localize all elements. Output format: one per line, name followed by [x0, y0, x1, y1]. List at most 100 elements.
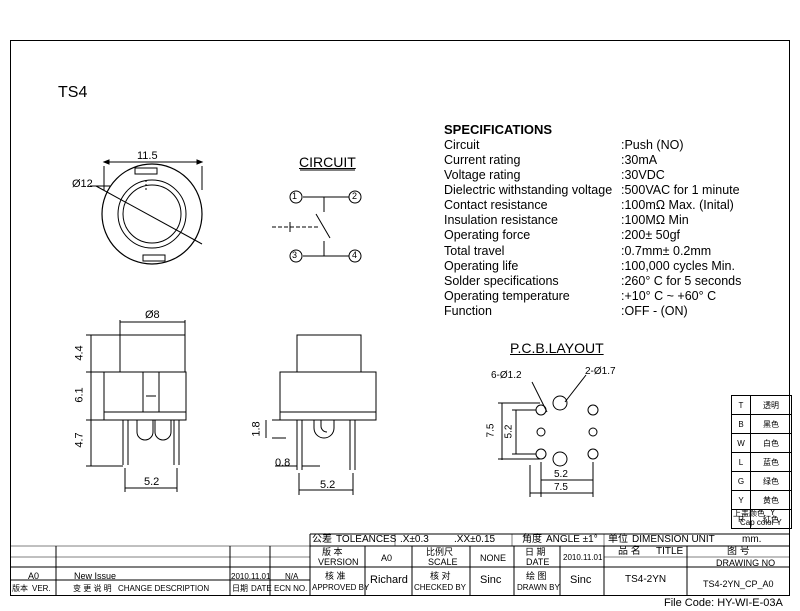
checked-label-cn: 核 对 — [430, 571, 451, 581]
front-view — [86, 320, 187, 492]
revision-header-date-en: DATE — [251, 584, 272, 593]
spec-label: Contact resistance — [444, 198, 548, 212]
dim-08-label: 0.8 — [275, 457, 291, 469]
file-code: File Code: HY-WI-E-03A — [664, 597, 783, 609]
side-view — [265, 334, 377, 495]
pcb-dim-h2: 7.5 — [554, 482, 568, 493]
drawing-no-value: TS4-2YN_CP_A0 — [703, 579, 774, 589]
title-label-cn: 品 名 — [618, 546, 641, 557]
revision-header-ecn: ECN NO. — [274, 584, 308, 593]
spec-value: :200± 50gf — [621, 228, 680, 242]
spec-label: Operating temperature — [444, 289, 570, 303]
revision-header-date-cn: 日期 — [232, 584, 248, 593]
revision-header-desc-en: CHANGE DESCRIPTION — [118, 584, 210, 593]
pin-2: 2 — [352, 191, 358, 201]
drawn-value: Sinc — [570, 574, 592, 586]
pin-1: 1 — [292, 191, 298, 201]
title-value: TS4-2YN — [625, 574, 667, 585]
revision-version: A0 — [28, 571, 40, 581]
cap-color-caption-cn: 上盖颜色 — [733, 509, 765, 518]
spec-value: :500VAC for 1 minute — [621, 183, 740, 197]
drawing-no-label-en: DRAWING NO — [716, 558, 776, 568]
approved-label-cn: 核 准 — [325, 571, 346, 581]
version-value: A0 — [381, 553, 393, 563]
spec-value: :100MΩ Min — [621, 213, 689, 227]
revision-description: New Issue — [74, 571, 117, 581]
cap-color-caption-code: Y — [770, 508, 776, 517]
date-label-cn: 日 期 — [525, 547, 546, 557]
spec-value: :Push (NO) — [621, 138, 684, 152]
checked-label-en: CHECKED BY — [414, 583, 467, 592]
tolerance-xx: .XX±0.15 — [454, 534, 496, 545]
tolerance-x: .X±0.3 — [400, 534, 429, 545]
pin-4: 4 — [352, 250, 358, 260]
tolerance-label-cn: 公差 — [312, 534, 332, 545]
spec-label: Current rating — [444, 153, 521, 167]
pcb-layout — [498, 374, 599, 497]
dim-width-label: 11.5 — [137, 150, 158, 162]
revision-date: 2010.11.01 — [231, 572, 271, 581]
spec-label: Operating life — [444, 259, 519, 273]
title-label-en: TITLE — [656, 546, 684, 557]
spec-value: :30VDC — [621, 168, 665, 182]
spec-label: Circuit — [444, 138, 480, 152]
spec-label: Total travel — [444, 244, 505, 258]
specifications-heading: SPECIFICATIONS — [444, 122, 553, 137]
scale-value: NONE — [480, 553, 507, 563]
top-view — [90, 159, 204, 265]
approved-value: Richard — [370, 574, 408, 586]
angle-label-en: ANGLE ±1° — [546, 534, 598, 545]
tolerance-label-en: TOLEANCES — [336, 534, 397, 545]
unit-label-cn: 单位 — [608, 534, 628, 545]
scale-label-cn: 比例尺 — [426, 547, 454, 557]
spec-value: :0.7mm± 0.2mm — [621, 244, 712, 258]
pcb-heading: P.C.B.LAYOUT — [510, 340, 604, 356]
spec-label: Operating force — [444, 228, 531, 242]
unit-value: mm. — [742, 534, 762, 545]
spec-label: Function — [444, 304, 492, 318]
approved-label-en: APPROVED BY — [312, 583, 370, 592]
dim-cap-label: Ø8 — [145, 309, 160, 321]
version-label-cn: 版 本 — [322, 547, 343, 557]
angle-label-cn: 角度 — [522, 534, 542, 545]
revision-header-ver-en: VER. — [32, 584, 51, 593]
pcb-large-hole-label: 2-Ø1.7 — [585, 366, 616, 377]
circuit-diagram — [272, 169, 362, 263]
pcb-small-hole-label: 6-Ø1.2 — [491, 370, 522, 381]
spec-value: :+10° C ~ +60° C — [621, 289, 717, 303]
version-label-en: VERSION — [318, 557, 359, 567]
spec-label: Solder specifications — [444, 274, 559, 288]
spec-value: :100,000 cycles Min. — [621, 259, 735, 273]
revision-ecn: N/A — [285, 572, 299, 581]
spec-value: :260° C for 5 seconds — [621, 274, 742, 288]
pcb-dim-h1: 5.2 — [554, 469, 568, 480]
spec-label: Voltage rating — [444, 168, 521, 182]
pin-3: 3 — [292, 250, 298, 260]
dim-52-label: 5.2 — [144, 476, 160, 488]
revision-header-desc-cn: 变 更 说 明 — [73, 584, 112, 593]
scale-label-en: SCALE — [428, 557, 458, 567]
spec-value: :OFF - (ON) — [621, 304, 688, 318]
date-value: 2010.11.01 — [563, 553, 603, 562]
date-label-en: DATE — [526, 557, 550, 567]
spec-value: :100mΩ Max. (Inital) — [621, 198, 734, 212]
cap-color-caption-en: Cap color Y — [740, 518, 782, 527]
spec-value: :30mA — [621, 153, 658, 167]
drawing-title: TS4 — [58, 84, 88, 101]
spec-label: Insulation resistance — [444, 213, 558, 227]
dim-side-52-label: 5.2 — [320, 479, 336, 491]
drawn-label-en: DRAWN BY — [517, 583, 560, 592]
drawing-no-label-cn: 图 号 — [727, 546, 750, 557]
circuit-heading: CIRCUIT — [299, 154, 356, 170]
drawn-label-cn: 绘 图 — [526, 571, 547, 581]
unit-label-en: DIMENSION UNIT — [632, 534, 715, 545]
drawing-frame — [10, 40, 790, 596]
checked-value: Sinc — [480, 574, 502, 586]
